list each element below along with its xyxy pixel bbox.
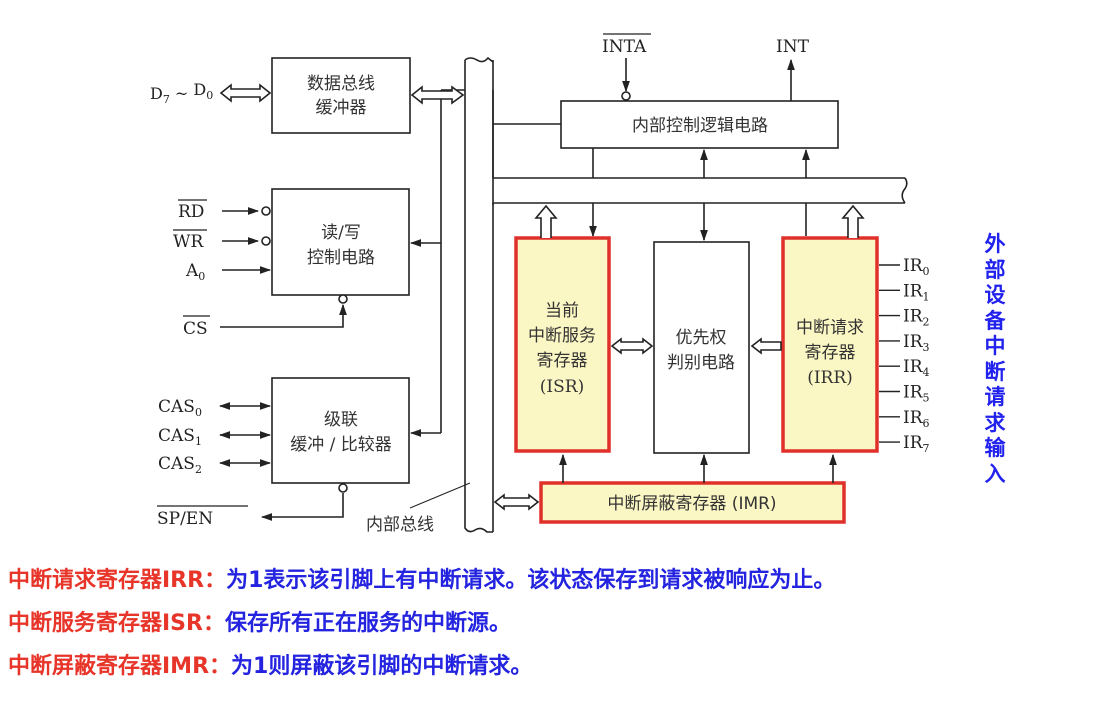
cascade-text-2: 缓冲 / 比较器: [290, 435, 392, 455]
imr-text: 中断屏蔽寄存器 (IMR): [607, 494, 776, 514]
note-key: 中断请求寄存器IRR：: [8, 568, 227, 593]
data-bus-buffer-block: [271, 57, 411, 134]
8259a-block-diagram: D7 ~ D0 RD WR A0 CS CAS0 CAS1 CAS2 SP/EN…: [150, 33, 930, 535]
ir-label: IR6: [903, 408, 930, 430]
irr-text-2: 寄存器: [805, 343, 856, 363]
data-bus-arrow: [219, 83, 272, 103]
isr-text-1: 当前: [545, 301, 579, 321]
horizontal-bus: [492, 90, 908, 204]
inta-label: INTA: [602, 37, 647, 57]
ir-label: IR4: [903, 357, 930, 379]
isr-text-4: (ISR): [540, 377, 584, 397]
control-logic-text: 内部控制逻辑电路: [632, 116, 768, 136]
rw-control-text-1: 读/写: [321, 223, 361, 243]
irr-text-3: (IRR): [807, 368, 853, 388]
priority-text-1: 优先权: [676, 328, 727, 348]
isr-text-2: 中断服务: [528, 326, 596, 346]
ir-label: IR0: [903, 256, 930, 278]
data-bus-label: D7 ~ D0: [150, 80, 213, 106]
int-label: INT: [776, 37, 810, 57]
note-irr: 中断请求寄存器IRR：为1表示该引脚上有中断请求。该状态保存到请求被响应为止。: [8, 562, 835, 605]
rd-label: RD: [178, 202, 204, 222]
ir-label: IR1: [903, 281, 930, 303]
imr-block: [539, 481, 846, 524]
a0-label: A0: [185, 261, 205, 283]
external-interrupt-input-label: 外部设备中断请求输入: [984, 232, 1006, 486]
ir-label: IR3: [903, 332, 930, 354]
note-value: 为1表示该引脚上有中断请求。该状态保存到请求被响应为止。: [226, 568, 836, 593]
wr-label: WR: [173, 232, 204, 252]
priority-resolver-block: [653, 241, 750, 454]
note-imr: 中断屏蔽寄存器IMR：为1则屏蔽该引脚的中断请求。: [8, 648, 835, 691]
cas2-label: CAS2: [158, 454, 202, 476]
cs-label: CS: [183, 319, 208, 339]
note-key: 中断屏蔽寄存器IMR：: [8, 654, 232, 679]
isr-text-3: 寄存器: [537, 351, 588, 371]
data-bus-buffer-text-2: 缓冲器: [316, 98, 367, 118]
rw-control-text-2: 控制电路: [307, 248, 375, 268]
cas1-label: CAS1: [158, 426, 202, 448]
cascade-block: [271, 377, 410, 484]
note-key: 中断服务寄存器ISR：: [8, 611, 225, 636]
internal-bus: [464, 56, 494, 533]
isr-block: [514, 236, 611, 453]
ir-label: IR2: [903, 307, 930, 329]
irr-block: [781, 236, 879, 453]
sp-en-label: SP/EN: [157, 509, 213, 529]
cascade-text-1: 级联: [324, 410, 358, 430]
ir-label: IR7: [903, 433, 930, 455]
notes: 中断请求寄存器IRR：为1表示该引脚上有中断请求。该状态保存到请求被响应为止。 …: [8, 562, 835, 691]
priority-text-2: 判别电路: [667, 353, 735, 373]
data-bus-buffer-text-1: 数据总线: [307, 74, 375, 94]
note-value: 为1则屏蔽该引脚的中断请求。: [231, 654, 533, 679]
note-value: 保存所有正在服务的中断源。: [224, 611, 511, 636]
note-isr: 中断服务寄存器ISR：保存所有正在服务的中断源。: [8, 605, 835, 648]
internal-bus-label: 内部总线: [366, 515, 434, 535]
irr-text-1: 中断请求: [796, 318, 864, 338]
ir-label: IR5: [903, 383, 930, 405]
rw-control-block: [271, 188, 410, 296]
control-logic-block: [560, 100, 839, 149]
cas0-label: CAS0: [158, 397, 202, 419]
